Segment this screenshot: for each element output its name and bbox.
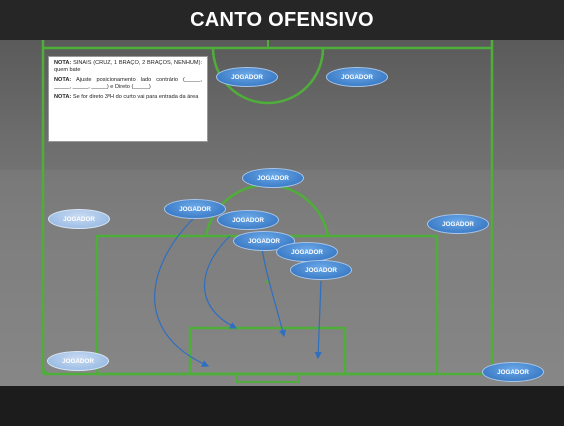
player-marker[interactable]: JOGADOR [47,351,109,371]
penalty-spot [265,280,269,284]
note-2-label: NOTA: [54,77,72,83]
title-bar: CANTO OFENSIVO [0,0,564,40]
goal [236,373,299,383]
notes-box: NOTA: SINAIS (CRUZ, 1 BRAÇO, 2 BRAÇOS, N… [48,56,208,142]
note-3-label: NOTA: [54,94,72,100]
note-1-text: SINAIS (CRUZ, 1 BRAÇO, 2 BRAÇOS, NENHUM)… [54,60,202,73]
corner-arc-left [42,365,52,375]
run-arrow-4 [314,280,322,360]
pitch-area [0,40,564,386]
player-marker[interactable]: JOGADOR [48,209,110,229]
player-marker[interactable]: JOGADOR [427,214,489,234]
pitch-lines [0,40,564,386]
page-title: CANTO OFENSIVO [190,8,374,31]
run-arrow-3 [261,247,286,338]
player-marker[interactable]: JOGADOR [242,168,304,188]
note-3: NOTA: Se for direto 3ºH do curto vai par… [54,94,202,101]
note-3-text: Se for direto 3ºH do curto vai para entr… [72,94,199,100]
footer-bar [0,386,564,426]
player-marker[interactable]: JOGADOR [164,199,226,219]
note-1: NOTA: SINAIS (CRUZ, 1 BRAÇO, 2 BRAÇOS, N… [54,60,202,74]
note-2-text: Ajuste posicionamento lado contrário (__… [54,77,202,90]
run-arrow-2 [203,235,238,329]
player-marker[interactable]: JOGADOR [216,67,278,87]
note-1-label: NOTA: [54,60,72,66]
run-arrow-1 [154,215,210,367]
player-marker[interactable]: JOGADOR [290,260,352,280]
player-marker[interactable]: JOGADOR [482,362,544,382]
note-2: NOTA: Ajuste posicionamento lado contrár… [54,77,202,91]
player-marker[interactable]: JOGADOR [276,242,338,262]
player-marker[interactable]: JOGADOR [217,210,279,230]
pitch-grass-shade [0,170,564,386]
player-marker[interactable]: JOGADOR [326,67,388,87]
